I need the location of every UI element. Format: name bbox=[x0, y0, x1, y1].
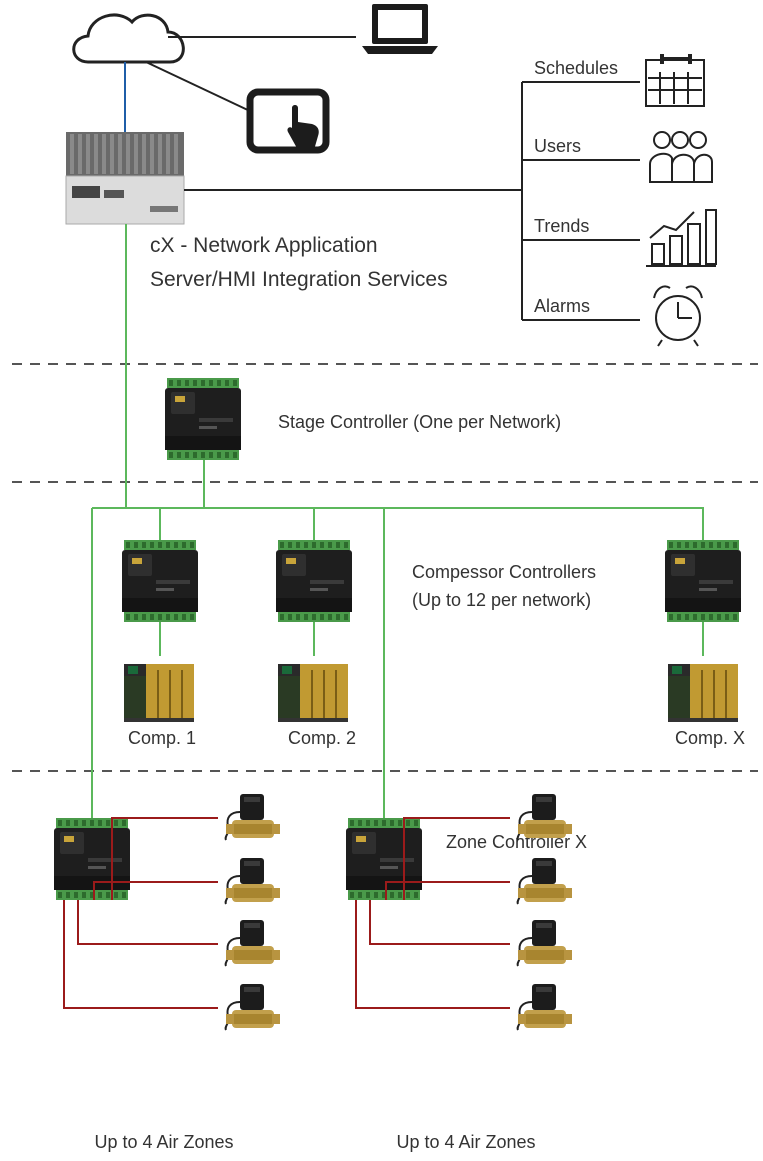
valve-wire-1-2 bbox=[93, 881, 218, 900]
heatsink-fin bbox=[102, 134, 106, 174]
zone-group-label-1: Up to 4 Air Zones bbox=[94, 1132, 233, 1152]
compressor-label-x: Comp. X bbox=[675, 728, 745, 748]
heatsink-fin bbox=[158, 134, 162, 174]
clock-leg bbox=[657, 339, 663, 347]
heatsink-fin bbox=[78, 134, 82, 174]
heatsink-fin bbox=[70, 134, 74, 174]
heatsink-fin bbox=[94, 134, 98, 174]
valve-wire-1-3 bbox=[77, 900, 218, 945]
compressor-2 bbox=[277, 663, 349, 723]
trend-chart-icon bbox=[669, 235, 683, 265]
heatsink-fin bbox=[110, 134, 114, 174]
solenoid-valve-icon bbox=[516, 919, 573, 967]
compressor-x bbox=[667, 663, 739, 723]
server-slot bbox=[150, 206, 178, 212]
valve-wire-2-1 bbox=[403, 817, 510, 900]
users-icon bbox=[649, 152, 673, 183]
server-title-line2: Server/HMI Integration Services bbox=[150, 268, 448, 291]
service-label-4: Alarms bbox=[534, 296, 590, 316]
valve-wire-1-4 bbox=[63, 900, 218, 1009]
zone-controller-label: Zone Controller X bbox=[446, 832, 587, 852]
zone-group-label-2: Up to 4 Air Zones bbox=[396, 1132, 535, 1152]
trend-chart-icon bbox=[705, 209, 717, 265]
hand-pointer-icon bbox=[287, 105, 319, 150]
solenoid-valve-icon bbox=[224, 919, 281, 967]
users-icon-head bbox=[689, 131, 707, 149]
heatsink-fin bbox=[126, 134, 130, 174]
laptop-base bbox=[362, 46, 438, 54]
valve-wire-2-4 bbox=[355, 900, 510, 1009]
solenoid-valve-icon bbox=[516, 857, 573, 905]
heatsink-fin bbox=[166, 134, 170, 174]
stage-controller bbox=[165, 378, 241, 460]
solenoid-valve-icon bbox=[516, 983, 573, 1031]
clock-leg bbox=[693, 339, 699, 347]
cloud-icon bbox=[72, 13, 185, 64]
zone-controller-1 bbox=[54, 818, 130, 900]
zone-controller-x bbox=[346, 818, 422, 900]
trend-line bbox=[649, 211, 695, 239]
comp-controller-1 bbox=[122, 540, 198, 622]
compressor-1 bbox=[123, 663, 195, 723]
compressor-controllers-label-1: Compessor Controllers bbox=[412, 562, 596, 582]
heatsink-fin bbox=[118, 134, 122, 174]
service-label-1: Schedules bbox=[534, 58, 618, 78]
cloud-tablet-link bbox=[145, 61, 253, 113]
valve-wire-1-1 bbox=[111, 817, 218, 900]
heatsink-fin bbox=[142, 134, 146, 174]
comp-controller-2 bbox=[276, 540, 352, 622]
valve-wire-2-2 bbox=[385, 881, 510, 900]
service-label-3: Trends bbox=[534, 216, 589, 236]
laptop-screen bbox=[378, 10, 422, 38]
solenoid-valve-icon bbox=[516, 793, 573, 841]
valve-wire-2-3 bbox=[369, 900, 510, 945]
comp-controller-x bbox=[665, 540, 741, 622]
server-port bbox=[72, 186, 100, 198]
users-icon-body bbox=[693, 153, 713, 183]
server-heatsink bbox=[66, 132, 184, 176]
trend-chart-icon bbox=[651, 243, 665, 265]
calendar-ring bbox=[688, 54, 692, 64]
compressor-controllers-label-2: (Up to 12 per network) bbox=[412, 590, 591, 610]
server-title-line1: cX - Network Application bbox=[150, 234, 378, 257]
users-icon-body bbox=[671, 153, 695, 183]
service-label-2: Users bbox=[534, 136, 581, 156]
solenoid-valve-icon bbox=[224, 857, 281, 905]
calendar-ring bbox=[660, 54, 664, 64]
heatsink-fin bbox=[174, 134, 178, 174]
stage-controller-label: Stage Controller (One per Network) bbox=[278, 412, 561, 432]
compressor-label-1: Comp. 1 bbox=[128, 728, 196, 748]
heatsink-fin bbox=[134, 134, 138, 174]
solenoid-valve-icon bbox=[224, 793, 281, 841]
users-icon-head bbox=[671, 131, 689, 149]
compressor-label-2: Comp. 2 bbox=[288, 728, 356, 748]
server-icon bbox=[65, 175, 185, 225]
users-icon-head bbox=[653, 131, 671, 149]
trend-chart-icon bbox=[687, 223, 701, 265]
server-port bbox=[104, 190, 124, 198]
heatsink-fin bbox=[86, 134, 90, 174]
clock-bell bbox=[653, 285, 671, 299]
solenoid-valve-icon bbox=[224, 983, 281, 1031]
heatsink-fin bbox=[150, 134, 154, 174]
clock-bell bbox=[685, 285, 703, 299]
